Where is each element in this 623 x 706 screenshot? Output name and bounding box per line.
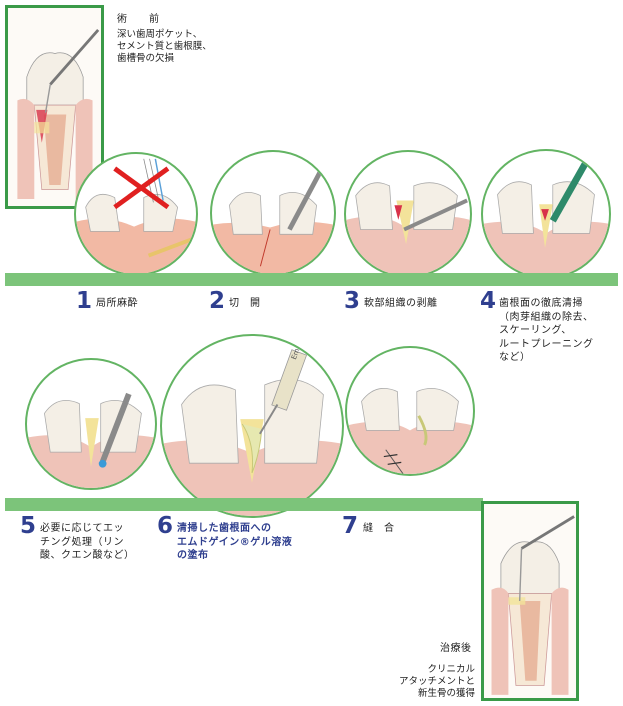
step-6-illustration: Emdogain [160,334,344,518]
step-4-label: 歯根面の徹底清掃 （肉芽組織の除去、 スケーリング、 ルートプレーニング など） [499,298,594,363]
step-1-label: 局所麻酔 [96,298,138,309]
timeline-bar-top [5,273,618,286]
timeline-bar-bottom [5,498,483,511]
step-7-illustration [345,346,475,476]
step-2-label: 切 開 [229,298,261,309]
step-3-number: 3 [344,288,361,314]
step-7-label: 縫 合 [363,523,395,534]
step-2-number: 2 [209,288,226,314]
after-title: 治療後 [440,643,472,654]
step-1-illustration [74,152,198,276]
step-4-number: 4 [480,288,497,314]
step-2-illustration [210,150,336,276]
step-6-number: 6 [157,513,174,539]
step-4-illustration [481,149,611,279]
after-treatment-illustration [481,501,579,701]
tooth-cross-section-after [491,515,575,695]
after-description: クリニカル アタッチメントと 新生骨の獲得 [398,664,475,699]
step-6-label: 清掃した歯根面への エムドゲイン®ゲル溶液 の塗布 [177,523,293,561]
before-title: 術 前 [117,14,165,25]
before-description: 深い歯周ポケット、 セメント質と歯根膜、 歯槽骨の欠損 [117,29,212,64]
before-treatment-illustration [5,5,104,209]
step-3-illustration [344,150,472,278]
cross-mark-icon [113,166,170,210]
step-1-number: 1 [76,288,93,314]
step-3-label: 軟部組織の剥離 [364,298,438,309]
step-5-label: 必要に応じてエッ チング処理（リン 酸、クエン酸など） [40,523,135,561]
step-7-number: 7 [342,513,359,539]
tooth-cross-section [17,29,100,200]
step-5-number: 5 [20,513,37,539]
step-5-illustration [25,358,157,490]
